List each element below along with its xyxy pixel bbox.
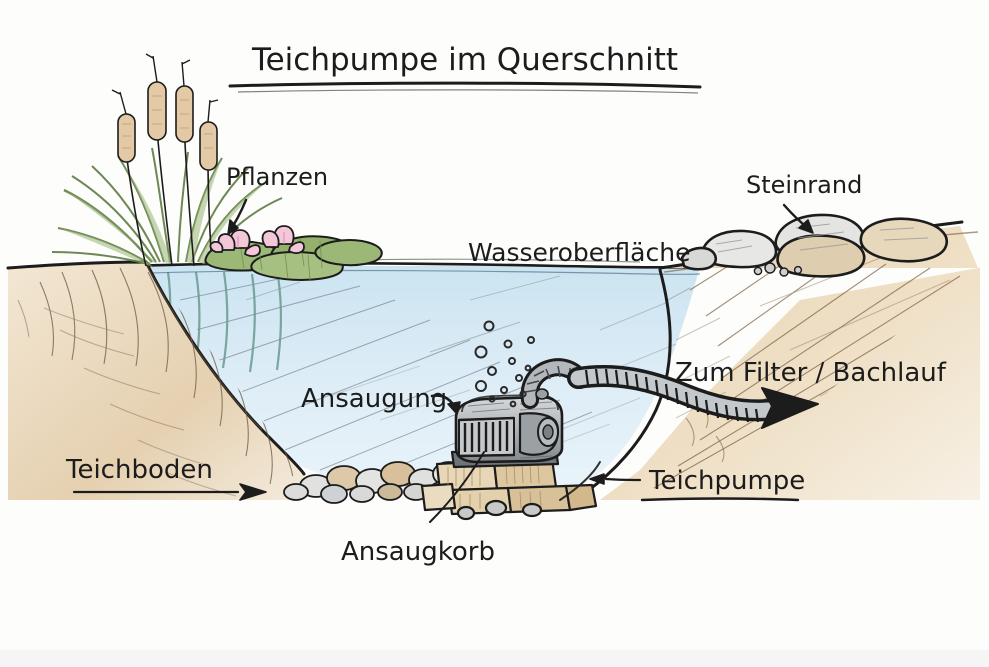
zum-filter-text: Zum Filter / Bachlauf xyxy=(675,358,947,388)
title-underline xyxy=(228,81,702,89)
pump-leader-line xyxy=(559,461,601,501)
teichpumpe-text: Teichpumpe xyxy=(648,466,805,496)
wasseroberflaeche-text: Wasseroberfläche xyxy=(468,238,690,267)
water-lilies xyxy=(204,225,383,281)
pflanzen-arrowhead xyxy=(227,219,239,235)
left-bank-hatching xyxy=(17,267,295,500)
reed-blade-fill xyxy=(58,156,266,268)
label-wasseroberflaeche: Wasseroberfläche xyxy=(468,238,690,267)
pflanzen-text: Pflanzen xyxy=(226,163,328,191)
elbow-knob xyxy=(535,388,549,400)
cattails xyxy=(51,53,283,268)
lily-flowers xyxy=(209,225,305,257)
cattail-heads xyxy=(111,53,219,267)
label-steinrand: Steinrand xyxy=(746,171,862,234)
ansaugkorb-text: Ansaugkorb xyxy=(341,537,495,567)
title-text: Teichpumpe im Querschnitt xyxy=(251,42,678,78)
corrugated-hose xyxy=(567,365,819,429)
flower-detail xyxy=(237,232,285,248)
teichpumpe-arrowhead xyxy=(589,473,605,485)
label-ansaugkorb: Ansaugkorb xyxy=(341,451,495,567)
steinrand-arrowhead xyxy=(798,219,814,234)
label-ansaugung: Ansaugung xyxy=(301,384,461,415)
cattail-tips xyxy=(111,53,219,123)
left-bank xyxy=(6,260,306,500)
teichpumpe-underline xyxy=(640,497,800,502)
stone-gravel xyxy=(753,262,803,277)
label-teichpumpe: Teichpumpe xyxy=(589,466,805,502)
elbow-ribs xyxy=(524,365,571,393)
bubbles xyxy=(474,320,535,408)
hose-ribs xyxy=(584,368,760,423)
teichpumpe-arrow-shaft xyxy=(604,477,642,482)
bottom-strip xyxy=(0,650,989,667)
label-zum-filter: Zum Filter / Bachlauf xyxy=(675,358,947,388)
pump-intake-basket xyxy=(458,416,515,458)
label-pflanzen: Pflanzen xyxy=(226,163,328,235)
ansaugung-arrowhead xyxy=(447,401,461,415)
teichboden-text: Teichboden xyxy=(65,455,213,485)
page-title: Teichpumpe im Querschnitt xyxy=(228,42,702,94)
pedestal-rubble xyxy=(456,499,543,521)
pond-pump xyxy=(450,358,589,469)
teichboden-arrowhead xyxy=(239,483,267,501)
pump-top-edge xyxy=(461,394,559,413)
label-teichboden: Teichboden xyxy=(65,455,267,501)
stone-edge xyxy=(680,213,949,278)
ansaugung-text: Ansaugung xyxy=(301,384,447,414)
title-underline-secondary xyxy=(237,89,699,94)
steinrand-text: Steinrand xyxy=(746,171,862,199)
ansaugkorb-leader-line xyxy=(429,451,485,523)
hose-arrowhead xyxy=(761,387,819,429)
pump-motor-housing xyxy=(518,412,560,456)
cattail-texture xyxy=(122,95,213,149)
